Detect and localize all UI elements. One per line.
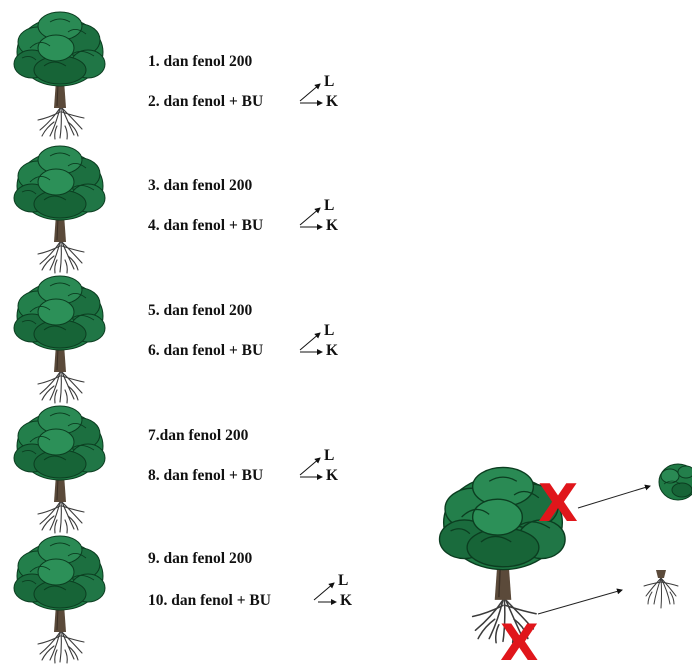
treatment-label: 4. dan fenol + BU [148, 217, 264, 234]
branch-label-top: L [324, 73, 335, 90]
treatment-label: 7.dan fenol 200 [148, 427, 249, 444]
treatment-label: 10. dan fenol + BU [148, 592, 271, 609]
arrow-to-roots [537, 588, 623, 615]
treatment-label: 1. dan fenol 200 [148, 53, 253, 70]
treatment-label: 2. dan fenol + BU [148, 93, 264, 110]
branch-label-bottom: K [326, 467, 339, 484]
cut-mark-leaves: X [538, 474, 579, 534]
roots-icon [643, 570, 679, 609]
treatment-label: 6. dan fenol + BU [148, 342, 264, 359]
cut-mark-roots: X [500, 614, 539, 672]
branch-label-bottom: K [340, 592, 353, 609]
arrow-up [299, 332, 321, 351]
arrow-up [299, 457, 321, 476]
treatment-label: 9. dan fenol 200 [148, 550, 253, 567]
leaves-icon [658, 463, 692, 501]
branch-label-bottom: K [326, 93, 339, 110]
treatment-label: 3. dan fenol 200 [148, 177, 253, 194]
arrow-up [313, 582, 335, 601]
arrow-up [299, 207, 321, 226]
branch-label-bottom: K [326, 342, 339, 359]
branch-label-top: L [324, 322, 335, 339]
branch-label-top: L [324, 447, 335, 464]
branch-label-bottom: K [326, 217, 339, 234]
arrow-to-leaves [577, 484, 651, 509]
arrow-up [299, 83, 321, 102]
treatment-label: 5. dan fenol 200 [148, 302, 253, 319]
branch-label-top: L [338, 572, 349, 589]
treatment-label: 8. dan fenol + BU [148, 467, 264, 484]
branch-label-top: L [324, 197, 335, 214]
